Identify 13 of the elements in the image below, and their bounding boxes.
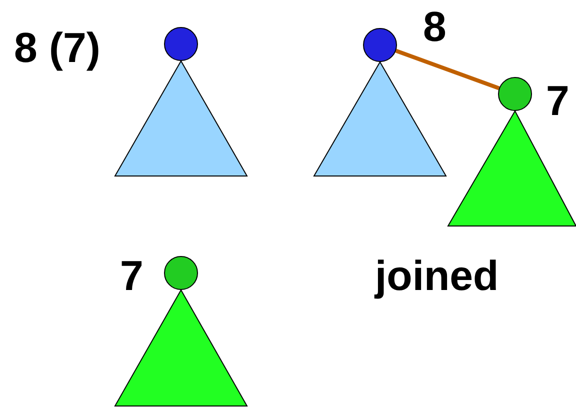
tree-root-circle [164, 27, 198, 61]
node-label: 8 (7) [14, 27, 100, 69]
tree-root-circle [498, 77, 532, 111]
tree-triangle [114, 288, 248, 406]
tree-triangle [114, 60, 248, 176]
node-label: 8 [423, 6, 446, 48]
tree-root-circle [363, 28, 397, 62]
tree-triangle [313, 61, 447, 176]
caption-label: joined [375, 255, 499, 297]
tree-root-circle [164, 256, 198, 290]
connector-line [395, 48, 500, 90]
node-label: 7 [120, 255, 144, 297]
node-label: 7 [546, 80, 570, 122]
